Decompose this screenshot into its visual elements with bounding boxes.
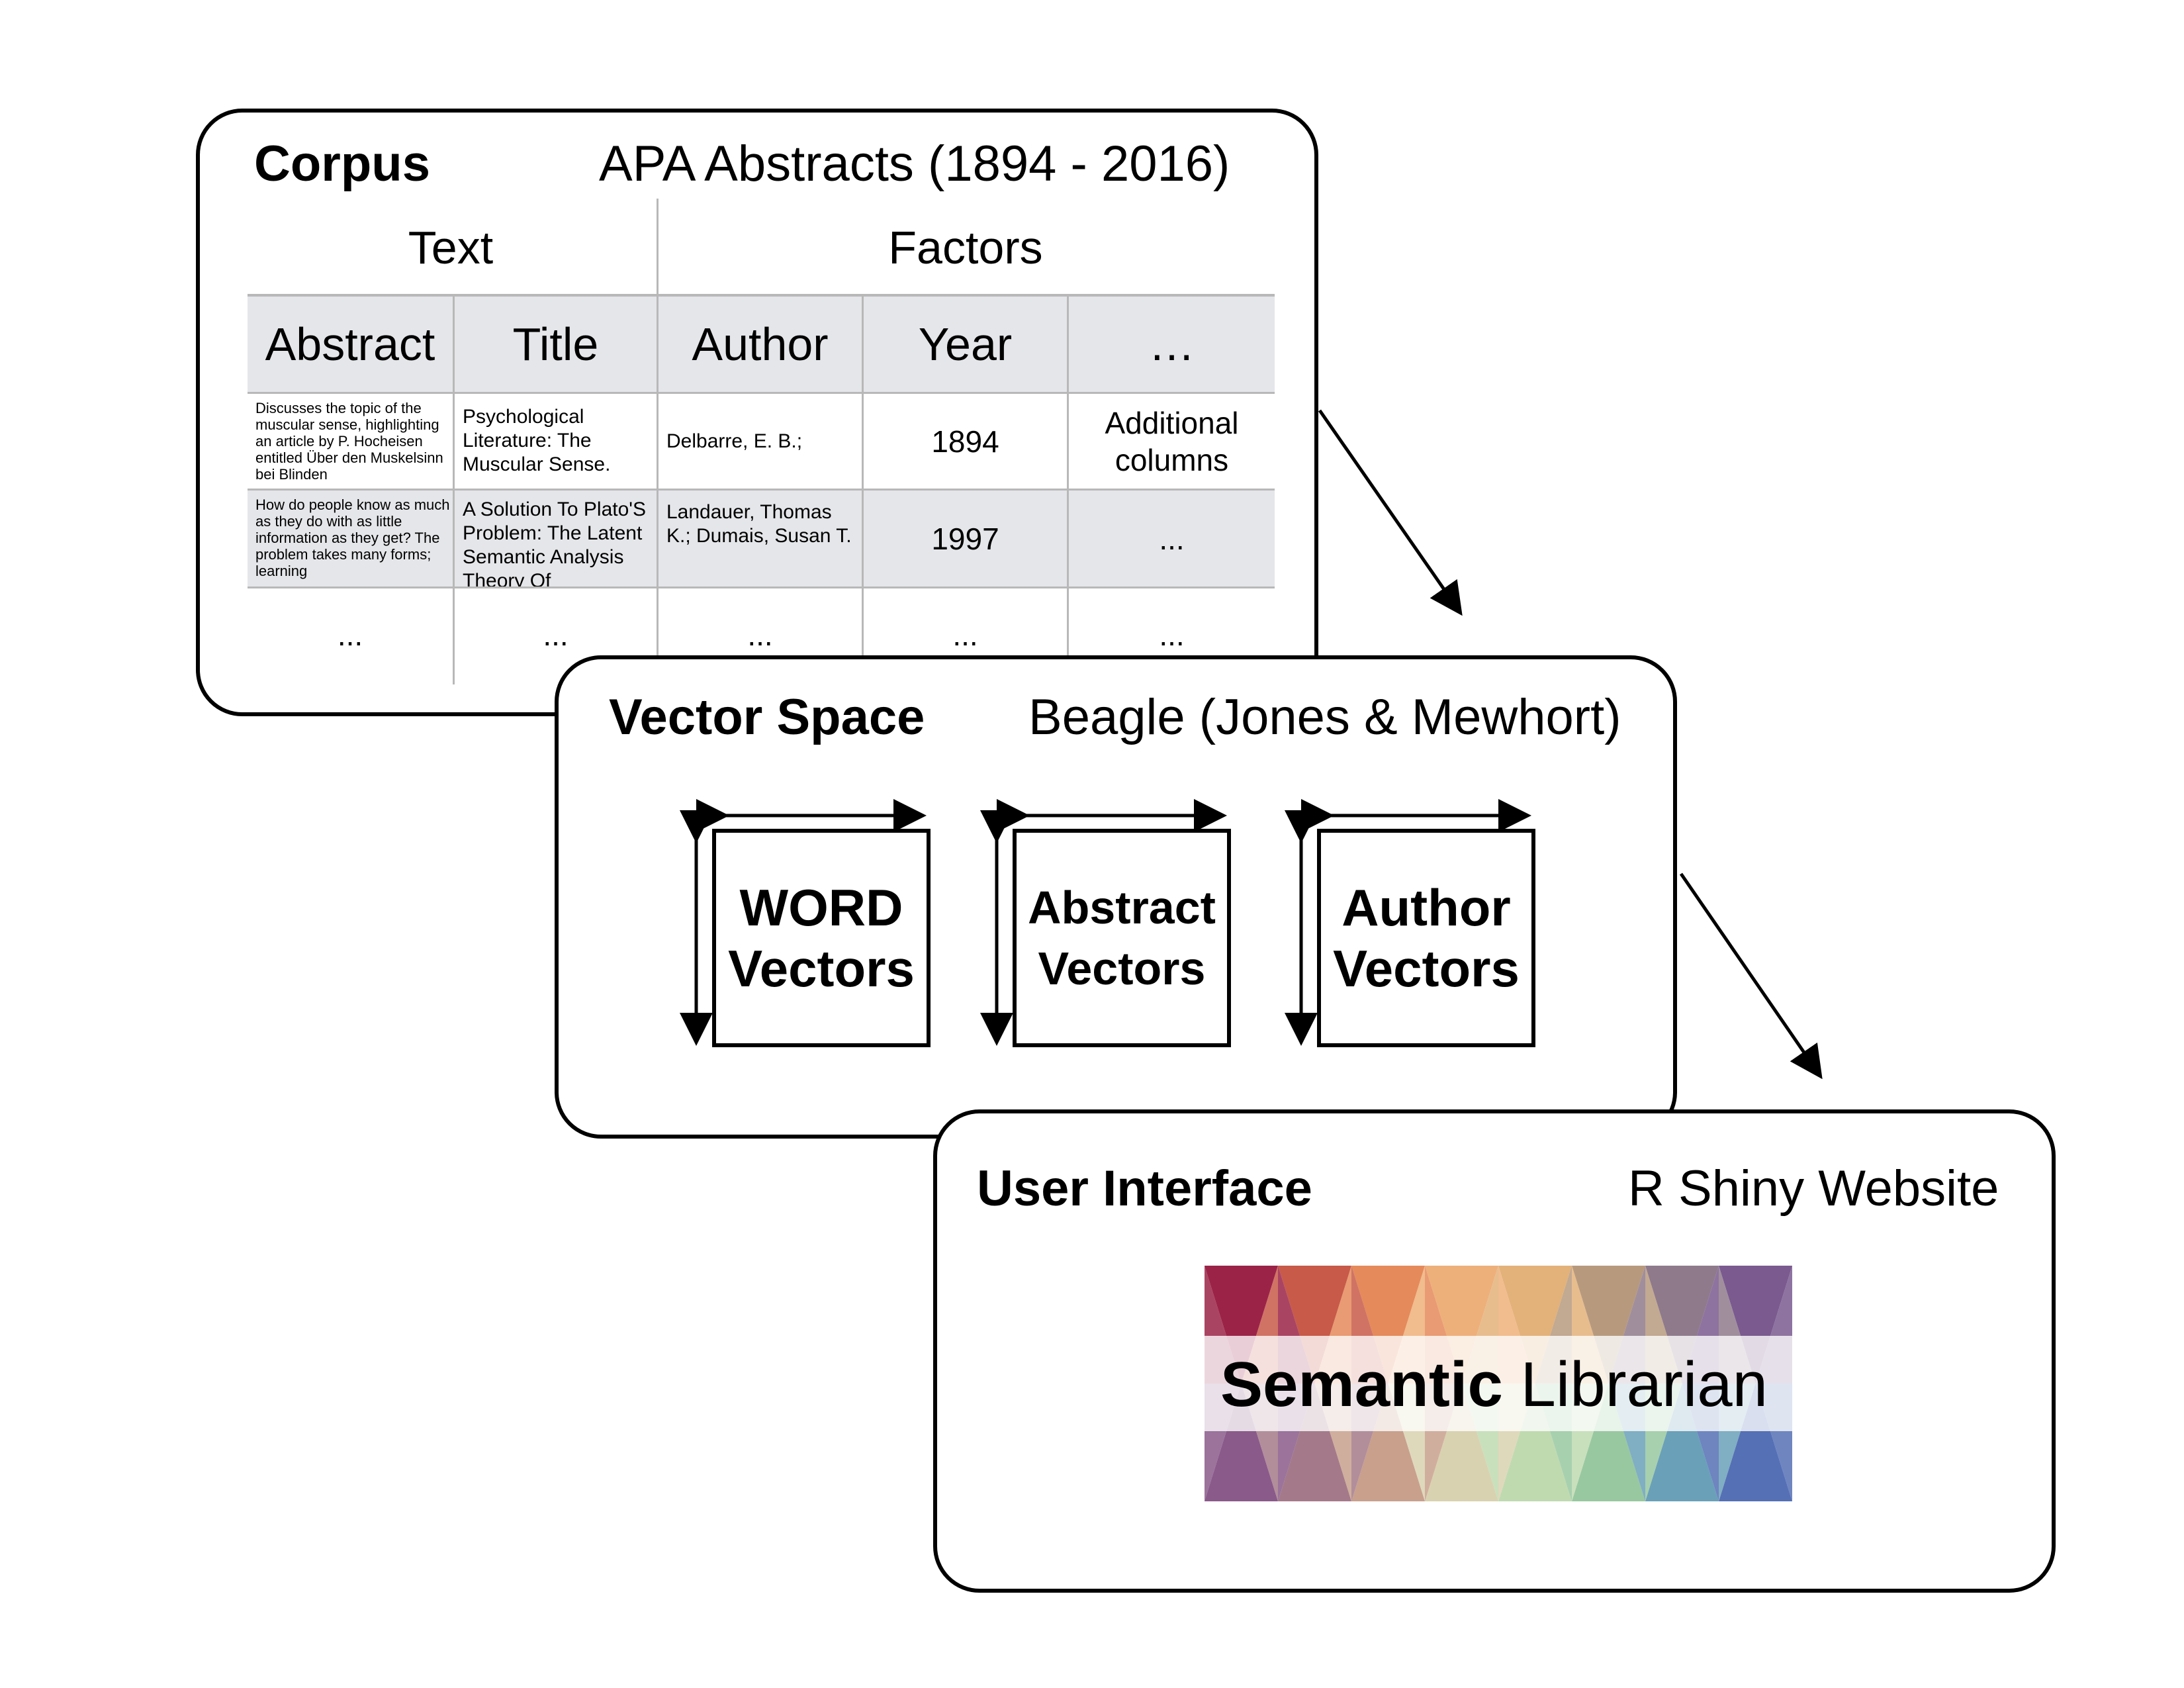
logo-triangle xyxy=(1645,1266,1719,1383)
logo-triangle xyxy=(1425,1266,1498,1383)
row-1-title: Psychological Literature: The Muscular S… xyxy=(463,406,611,475)
logo-triangle xyxy=(1498,1266,1572,1383)
row-1-abstract: Discusses the topic of the muscular sens… xyxy=(255,400,443,483)
grid-line xyxy=(453,295,455,684)
row-1-author: Delbarre, E. B.; xyxy=(666,430,803,452)
row-3-title: ... xyxy=(543,618,569,652)
logo-triangle xyxy=(1278,1266,1351,1383)
semantic-librarian-logo: Semantic Librarian xyxy=(1205,1266,1792,1501)
grid-line xyxy=(248,392,1275,394)
logo-triangle xyxy=(1351,1266,1425,1383)
logo-triangle xyxy=(1205,1383,1278,1501)
grid-line xyxy=(248,586,1275,588)
user-interface-source: R Shiny Website xyxy=(1628,1160,1999,1217)
row-2-abstract: How do people know as much as they do wi… xyxy=(255,496,450,579)
vector-space-label: Vector Space xyxy=(609,689,925,745)
grid-line xyxy=(657,199,659,684)
flow-arrow-corpus-to-vector xyxy=(1318,409,1463,616)
row-1-extra: Additional columns xyxy=(1105,406,1239,477)
grid-line xyxy=(248,294,1275,297)
column-header-more: … xyxy=(1148,318,1195,370)
row-3-year: ... xyxy=(952,618,978,652)
flow-arrow-vector-to-ui xyxy=(1679,872,1823,1080)
logo-triangle xyxy=(1719,1266,1792,1383)
logo-triangle xyxy=(1425,1383,1498,1501)
table-row-2-bg xyxy=(248,490,1275,588)
row-1-year: 1894 xyxy=(931,424,999,459)
corpus-panel xyxy=(196,109,1318,716)
row-3-author: ... xyxy=(747,618,773,652)
user-interface-label: User Interface xyxy=(977,1160,1312,1217)
column-header-abstract: Abstract xyxy=(265,318,435,370)
logo-triangle xyxy=(1351,1383,1425,1501)
logo-text-band xyxy=(1205,1336,1792,1431)
logo-triangle xyxy=(1645,1383,1719,1501)
logo-triangle xyxy=(1572,1266,1645,1383)
logo-triangle xyxy=(1498,1383,1572,1501)
logo-triangle xyxy=(1572,1383,1645,1501)
corpus-label: Corpus xyxy=(254,136,430,192)
logo-text: Semantic Librarian xyxy=(1220,1349,1768,1420)
table-header-row xyxy=(248,295,1275,392)
group-text-header: Text xyxy=(408,222,494,273)
row-2-author: Landauer, Thomas K.; Dumais, Susan T. xyxy=(666,501,852,547)
logo-triangle xyxy=(1719,1383,1792,1501)
row-2-title: A Solution To Plato'S Problem: The Laten… xyxy=(463,498,647,586)
row-3-abstract: ... xyxy=(337,618,363,652)
group-factors-header: Factors xyxy=(888,222,1043,273)
row-2-extra: ... xyxy=(1159,522,1185,556)
grid-line xyxy=(1067,295,1069,684)
grid-line xyxy=(862,295,864,684)
vector-space-source: Beagle (Jones & Mewhort) xyxy=(1028,689,1621,745)
column-header-year: Year xyxy=(918,318,1013,370)
logo-triangle xyxy=(1205,1266,1278,1383)
corpus-source: APA Abstracts (1894 - 2016) xyxy=(599,136,1230,192)
grid-line xyxy=(248,489,1275,491)
column-header-author: Author xyxy=(692,318,829,370)
logo-triangle xyxy=(1278,1383,1351,1501)
column-header-title: Title xyxy=(512,318,599,370)
row-3-extra: ... xyxy=(1159,618,1185,652)
row-2-year: 1997 xyxy=(931,522,999,556)
